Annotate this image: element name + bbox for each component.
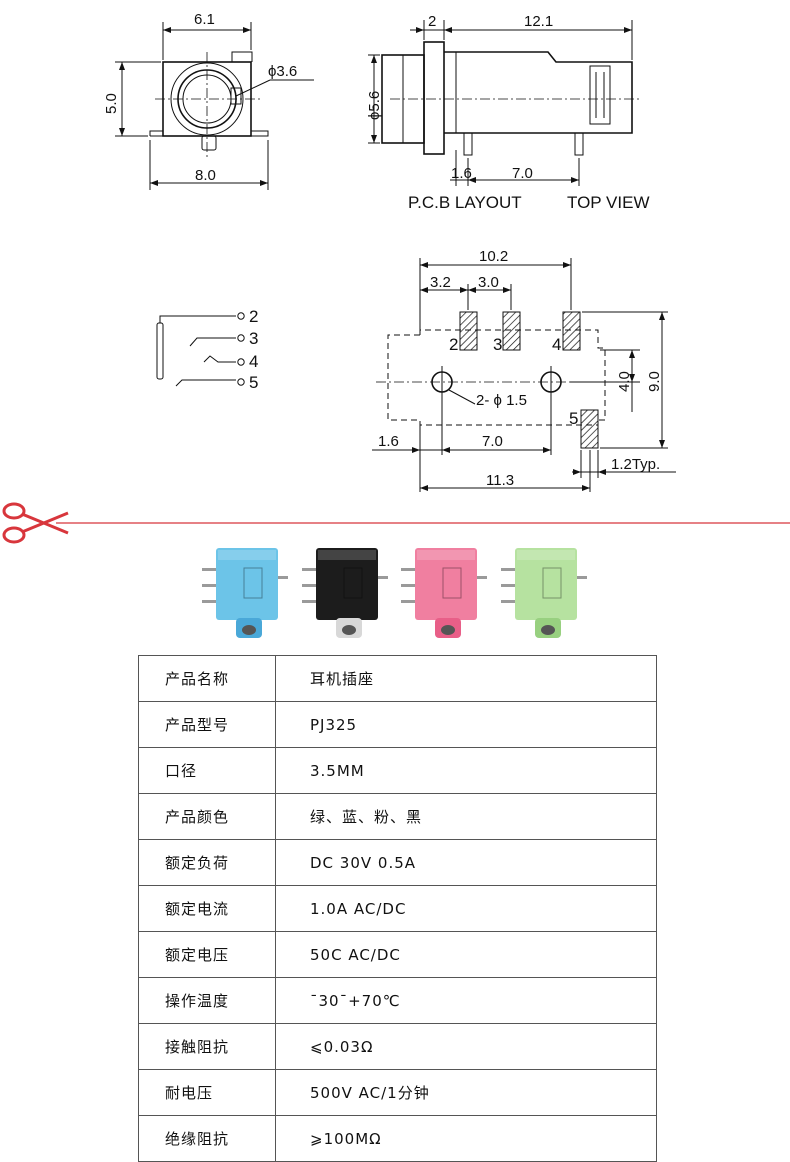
dim-side-pin-spacing: 7.0	[512, 165, 533, 182]
spec-key: 产品名称	[138, 655, 276, 702]
pcb-dim-spacing-b: 3.0	[478, 274, 499, 291]
pcb-dim-height-total: 9.0	[646, 371, 663, 392]
schematic-pin-5: 5	[249, 373, 258, 392]
cut-line	[2, 502, 790, 544]
spec-key: 耐电压	[138, 1069, 276, 1116]
pcb-dim-hole-spacing: 7.0	[482, 433, 503, 450]
pcb-dim-bottom-width: 11.3	[486, 472, 514, 489]
dim-side-gap: 2	[428, 13, 436, 30]
scissors-icon	[2, 502, 69, 544]
pcb-pad-label-5: 5	[569, 409, 578, 428]
spec-value: PJ325	[275, 701, 657, 748]
spec-value: ˉ30ˉ+70℃	[275, 977, 657, 1024]
spec-value: 绿、蓝、粉、黑	[275, 793, 657, 840]
spec-value: 耳机插座	[275, 655, 657, 702]
product-photos	[202, 548, 587, 638]
schematic-pin-4: 4	[249, 352, 258, 371]
pcb-layout: 2 3 4 5 2- ϕ 1.5 10.2 3.2 3.0	[372, 248, 676, 492]
pcb-pad-label-3: 3	[493, 335, 502, 354]
pcb-hole-label: 2- ϕ 1.5	[476, 392, 527, 409]
dim-front-height: 5.0	[103, 93, 120, 114]
spec-key: 额定负荷	[138, 839, 276, 886]
dim-front-diameter: ϕ3.6	[268, 63, 297, 80]
product-jack-black	[302, 548, 388, 638]
dim-side-length: 12.1	[524, 13, 553, 30]
spec-value: 3.5MM	[275, 747, 657, 794]
dim-front-width: 6.1	[194, 11, 215, 28]
front-view: 6.1 5.0 ϕ3.6 8.0	[103, 11, 314, 190]
schematic-pin-3: 3	[249, 329, 258, 348]
side-view: 2 12.1 ϕ5.6 1.6 7.0 P.C.B LAYOUT TOP VIE…	[366, 13, 650, 212]
dim-side-pin-offset: 1.6	[451, 165, 472, 182]
spec-key: 绝缘阻抗	[138, 1115, 276, 1162]
spec-key: 口径	[138, 747, 276, 794]
spec-row: 接触阻抗⩽0.03Ω	[138, 1023, 657, 1070]
caption-top-view: TOP VIEW	[567, 193, 650, 212]
pcb-pad-label-2: 2	[449, 335, 458, 354]
spec-row: 产品颜色绿、蓝、粉、黑	[138, 793, 657, 840]
spec-value: ⩾100MΩ	[275, 1115, 657, 1162]
spec-row: 产品名称耳机插座	[138, 655, 657, 702]
pcb-pad-5	[580, 409, 599, 449]
caption-pcb-layout: P.C.B LAYOUT	[408, 193, 522, 212]
spec-row: 绝缘阻抗⩾100MΩ	[138, 1115, 657, 1162]
spec-value: 1.0A AC/DC	[275, 885, 657, 932]
schematic-pin-2: 2	[249, 307, 258, 326]
spec-value: 500V AC/1分钟	[275, 1069, 657, 1116]
technical-drawing: 6.1 5.0 ϕ3.6 8.0	[2, 11, 790, 638]
spec-value: DC 30V 0.5A	[275, 839, 657, 886]
pcb-pad-label-4: 4	[552, 335, 561, 354]
spec-key: 额定电流	[138, 885, 276, 932]
pcb-dim-pad-width: 1.2Typ.	[611, 456, 660, 473]
pcb-pad-3	[502, 311, 521, 351]
spec-key: 额定电压	[138, 931, 276, 978]
dim-side-diameter: ϕ5.6	[366, 91, 383, 120]
spec-key: 产品型号	[138, 701, 276, 748]
pcb-pad-2	[459, 311, 478, 351]
product-jack-green	[501, 548, 587, 638]
product-jack-pink	[401, 548, 487, 638]
pcb-dim-left-offset: 1.6	[378, 433, 399, 450]
product-jack-blue	[202, 548, 288, 638]
spec-key: 操作温度	[138, 977, 276, 1024]
dim-front-base: 8.0	[195, 167, 216, 184]
schematic: 2 3 4 5	[156, 307, 258, 392]
spec-key: 产品颜色	[138, 793, 276, 840]
pcb-dim-height-inner: 4.0	[616, 371, 633, 392]
spec-value: 50C AC/DC	[275, 931, 657, 978]
pcb-dim-total-width: 10.2	[479, 248, 508, 265]
pcb-pad-4	[562, 311, 581, 351]
spec-key: 接触阻抗	[138, 1023, 276, 1070]
spec-value: ⩽0.03Ω	[275, 1023, 657, 1070]
pcb-dim-spacing-a: 3.2	[430, 274, 451, 291]
